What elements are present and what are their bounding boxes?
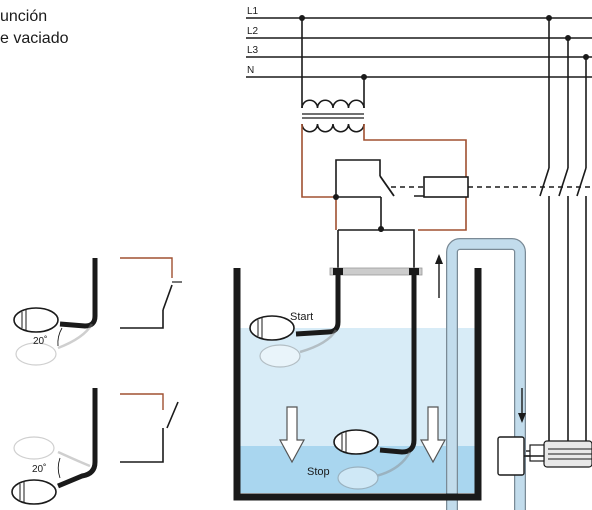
junction-dots — [299, 15, 589, 80]
water-direction-arrows — [278, 406, 447, 464]
title-line-1: unción — [0, 8, 48, 25]
angle-label-lower: 20˚ — [32, 463, 46, 475]
float-stop — [333, 275, 417, 455]
label-start: Start — [290, 311, 313, 323]
junction-cable — [378, 226, 384, 232]
angle-label-upper: 20˚ — [33, 335, 47, 347]
detail-upper: 20˚ — [13, 257, 182, 366]
transformer — [301, 18, 365, 133]
float-stop-ghost — [337, 451, 412, 490]
clamp-ends — [333, 268, 419, 275]
pump-body — [497, 436, 525, 476]
float-start-ghost — [259, 329, 338, 368]
line-label-l3: L3 — [247, 45, 259, 56]
secondary-cables — [301, 124, 467, 231]
line-label-l2: L2 — [247, 26, 259, 37]
diagram-title: unción e vaciado — [0, 6, 69, 50]
line-label-n: N — [247, 65, 254, 76]
detail-lower: 20˚ — [11, 388, 179, 505]
title-line-2: e vaciado — [0, 30, 69, 47]
float-start — [249, 275, 341, 341]
line-label-l1: L1 — [247, 6, 259, 17]
pipe-direction-arrows — [435, 254, 526, 423]
contactor — [539, 18, 587, 442]
junction-switch — [333, 194, 339, 200]
discharge-pipe — [446, 238, 526, 510]
motor — [519, 440, 592, 468]
label-stop: Stop — [307, 466, 330, 478]
line-labels: L1 L2 L3 N — [247, 6, 259, 76]
supply-lines — [246, 17, 592, 78]
tank-wall — [233, 268, 482, 501]
relay-coil — [423, 176, 469, 198]
cable-clamp — [329, 267, 423, 276]
